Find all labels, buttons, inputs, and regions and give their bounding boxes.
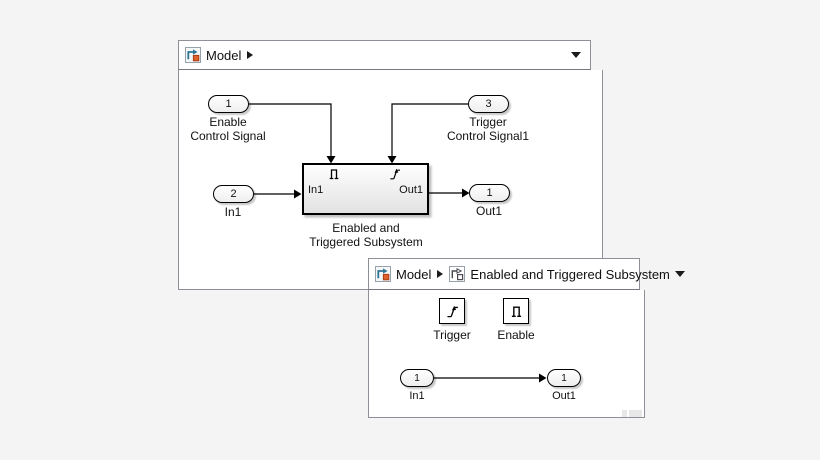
enable-signal-wire[interactable] xyxy=(249,103,336,164)
trigger-port-icon xyxy=(446,305,458,317)
trigger-block[interactable] xyxy=(439,298,465,324)
breadcrumb-label: Enabled and Triggered Subsystem xyxy=(470,266,670,282)
enable-port-icon xyxy=(329,169,339,180)
out1-outport-block[interactable]: 1 xyxy=(469,184,510,202)
in1-signal-wire[interactable] xyxy=(254,189,302,199)
subsystem-name-label: Enabled and Triggered Subsystem xyxy=(309,221,423,249)
label-line: Out1 xyxy=(475,204,503,218)
trigger-port-icon xyxy=(390,168,400,180)
breadcrumb-caret-icon[interactable] xyxy=(247,51,254,59)
label-line: Trigger xyxy=(433,328,471,342)
subsystem-block[interactable]: In1 Out1 xyxy=(302,163,429,215)
breadcrumb-label: Model xyxy=(206,47,242,63)
enable-port-icon xyxy=(511,306,521,317)
label-line: Triggered Subsystem xyxy=(309,235,423,249)
label-line: Trigger xyxy=(469,115,507,129)
trigger-block-label: Trigger xyxy=(433,328,471,342)
label-line: Control Signal xyxy=(190,129,266,143)
resize-grip xyxy=(629,410,642,417)
label-line: Enable xyxy=(209,115,247,129)
port-number: 1 xyxy=(486,187,493,199)
port-number: 2 xyxy=(230,188,237,200)
port-number: 1 xyxy=(225,98,232,110)
subsystem-canvas[interactable]: Trigger Enable 1 In1 1 Out1 xyxy=(368,290,645,418)
simulink-model-icon xyxy=(375,266,391,282)
subsystem-in-port-label: In1 xyxy=(308,184,324,196)
subsystem-out-port-label: Out1 xyxy=(399,184,423,196)
label-line: In1 xyxy=(224,205,242,219)
breadcrumb-caret-icon[interactable] xyxy=(437,270,444,278)
label-line: Enabled and xyxy=(332,221,400,235)
in1-out1-signal-wire[interactable] xyxy=(434,373,547,383)
model-canvas[interactable]: 1 Enable Control Signal 3 Trigger Contro… xyxy=(178,70,603,290)
enable-inport-label: Enable Control Signal xyxy=(190,115,265,143)
in1-inport-block[interactable]: 1 xyxy=(400,369,434,387)
signal-wires xyxy=(249,103,470,199)
resize-grip xyxy=(622,410,627,417)
dropdown-icon[interactable] xyxy=(571,52,581,58)
breadcrumb-item-model[interactable]: Model xyxy=(185,47,241,63)
subsystem-breadcrumb-bar: Model Enabled and Triggered Subsystem xyxy=(368,258,685,290)
enable-inport-block[interactable]: 1 xyxy=(208,95,249,113)
port-number: 1 xyxy=(561,372,567,384)
label-line: Enable xyxy=(497,328,535,342)
in1-inport-label: In1 xyxy=(225,205,242,219)
breadcrumb-item-model[interactable]: Model xyxy=(375,266,431,282)
enable-block-label: Enable xyxy=(497,328,534,342)
out1-outport-label: Out1 xyxy=(476,204,502,218)
in1-inport-label: In1 xyxy=(409,389,424,403)
trigger-inport-block[interactable]: 3 xyxy=(468,95,509,113)
in1-inport-block[interactable]: 2 xyxy=(213,185,254,203)
port-number: 3 xyxy=(485,98,492,110)
breadcrumb-item-subsystem[interactable]: Enabled and Triggered Subsystem xyxy=(449,266,670,282)
trigger-inport-label: Trigger Control Signal1 xyxy=(447,115,529,143)
subsystem-outline-icon xyxy=(449,266,466,282)
out1-signal-wire[interactable] xyxy=(429,188,470,198)
breadcrumb-label: Model xyxy=(396,266,432,282)
out1-outport-block[interactable]: 1 xyxy=(547,369,581,387)
label-line: Control Signal1 xyxy=(446,129,530,143)
model-breadcrumb-bar: Model xyxy=(178,40,591,70)
port-number: 1 xyxy=(414,372,420,384)
out1-outport-label: Out1 xyxy=(552,389,576,403)
simulink-model-icon xyxy=(185,47,201,63)
trigger-signal-wire[interactable] xyxy=(387,103,469,164)
enable-block[interactable] xyxy=(503,298,529,324)
label-line: Out1 xyxy=(552,390,576,402)
label-line: In1 xyxy=(409,390,425,402)
signal-wires xyxy=(434,373,547,383)
dropdown-icon[interactable] xyxy=(674,271,685,277)
